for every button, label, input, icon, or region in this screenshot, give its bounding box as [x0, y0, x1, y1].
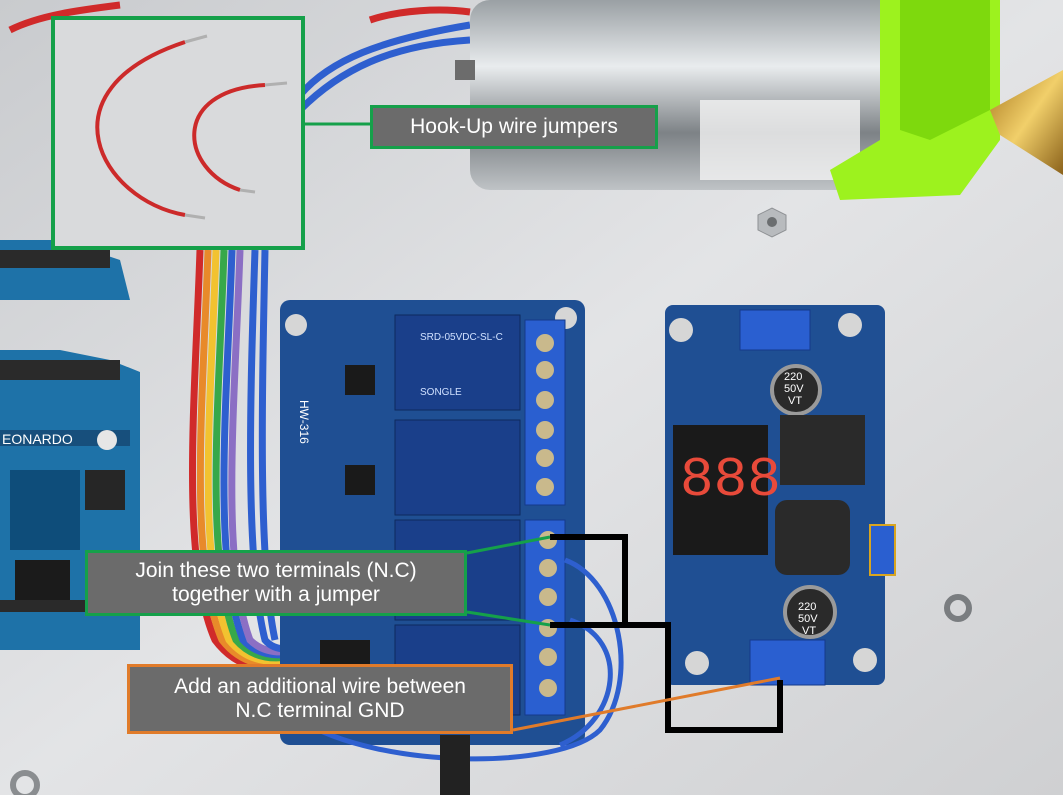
cap-top-voltage: 50V	[784, 383, 804, 395]
cap-bottom-value: 220	[798, 601, 816, 613]
screwdriver	[990, 70, 1063, 175]
relay-board-model: HW-316	[297, 400, 311, 444]
buck-converter: 888 220 50V VT 220 50V VT	[665, 305, 896, 686]
cap-top-series: VT	[788, 395, 802, 407]
hookup-wire-callout: Hook-Up wire jumpers	[370, 105, 658, 149]
callout-text-line: Join these two terminals (N.C)	[135, 559, 417, 582]
motor-wires	[8, 1, 471, 113]
inset-photo-wires	[51, 16, 305, 250]
callout-text-line: Add an additional wire between	[174, 675, 466, 698]
callout-leaders	[303, 122, 781, 732]
gnd-leader-line	[512, 676, 781, 732]
jumper-wire-black	[550, 534, 783, 733]
dc-motor	[455, 0, 1000, 200]
callout-text-line: together with a jumper	[172, 583, 380, 606]
cap-bottom-voltage: 50V	[798, 613, 818, 625]
join-leader-line-bottom	[466, 610, 551, 627]
callout-text-line: Hook-Up wire jumpers	[410, 115, 618, 138]
led-display: 888	[680, 448, 781, 512]
relay-brand-label: SONGLE	[420, 387, 462, 398]
cable-tie	[440, 735, 470, 795]
hardware-nuts	[10, 207, 972, 795]
cap-bottom-series: VT	[802, 625, 816, 637]
join-terminals-callout: Join these two terminals (N.C) together …	[85, 550, 467, 616]
arduino-label: EONARDO	[2, 431, 73, 447]
relay-board: SRD-05VDC-SL-C SONGLE HW-316	[280, 300, 585, 745]
additional-wire-callout: Add an additional wire between N.C termi…	[127, 664, 513, 734]
cap-top-value: 220	[784, 371, 802, 383]
join-leader-line-top	[466, 535, 551, 555]
callout-text-line: N.C terminal GND	[235, 699, 405, 722]
relay-model-label: SRD-05VDC-SL-C	[420, 332, 503, 343]
relay-loop-wire	[298, 557, 624, 762]
